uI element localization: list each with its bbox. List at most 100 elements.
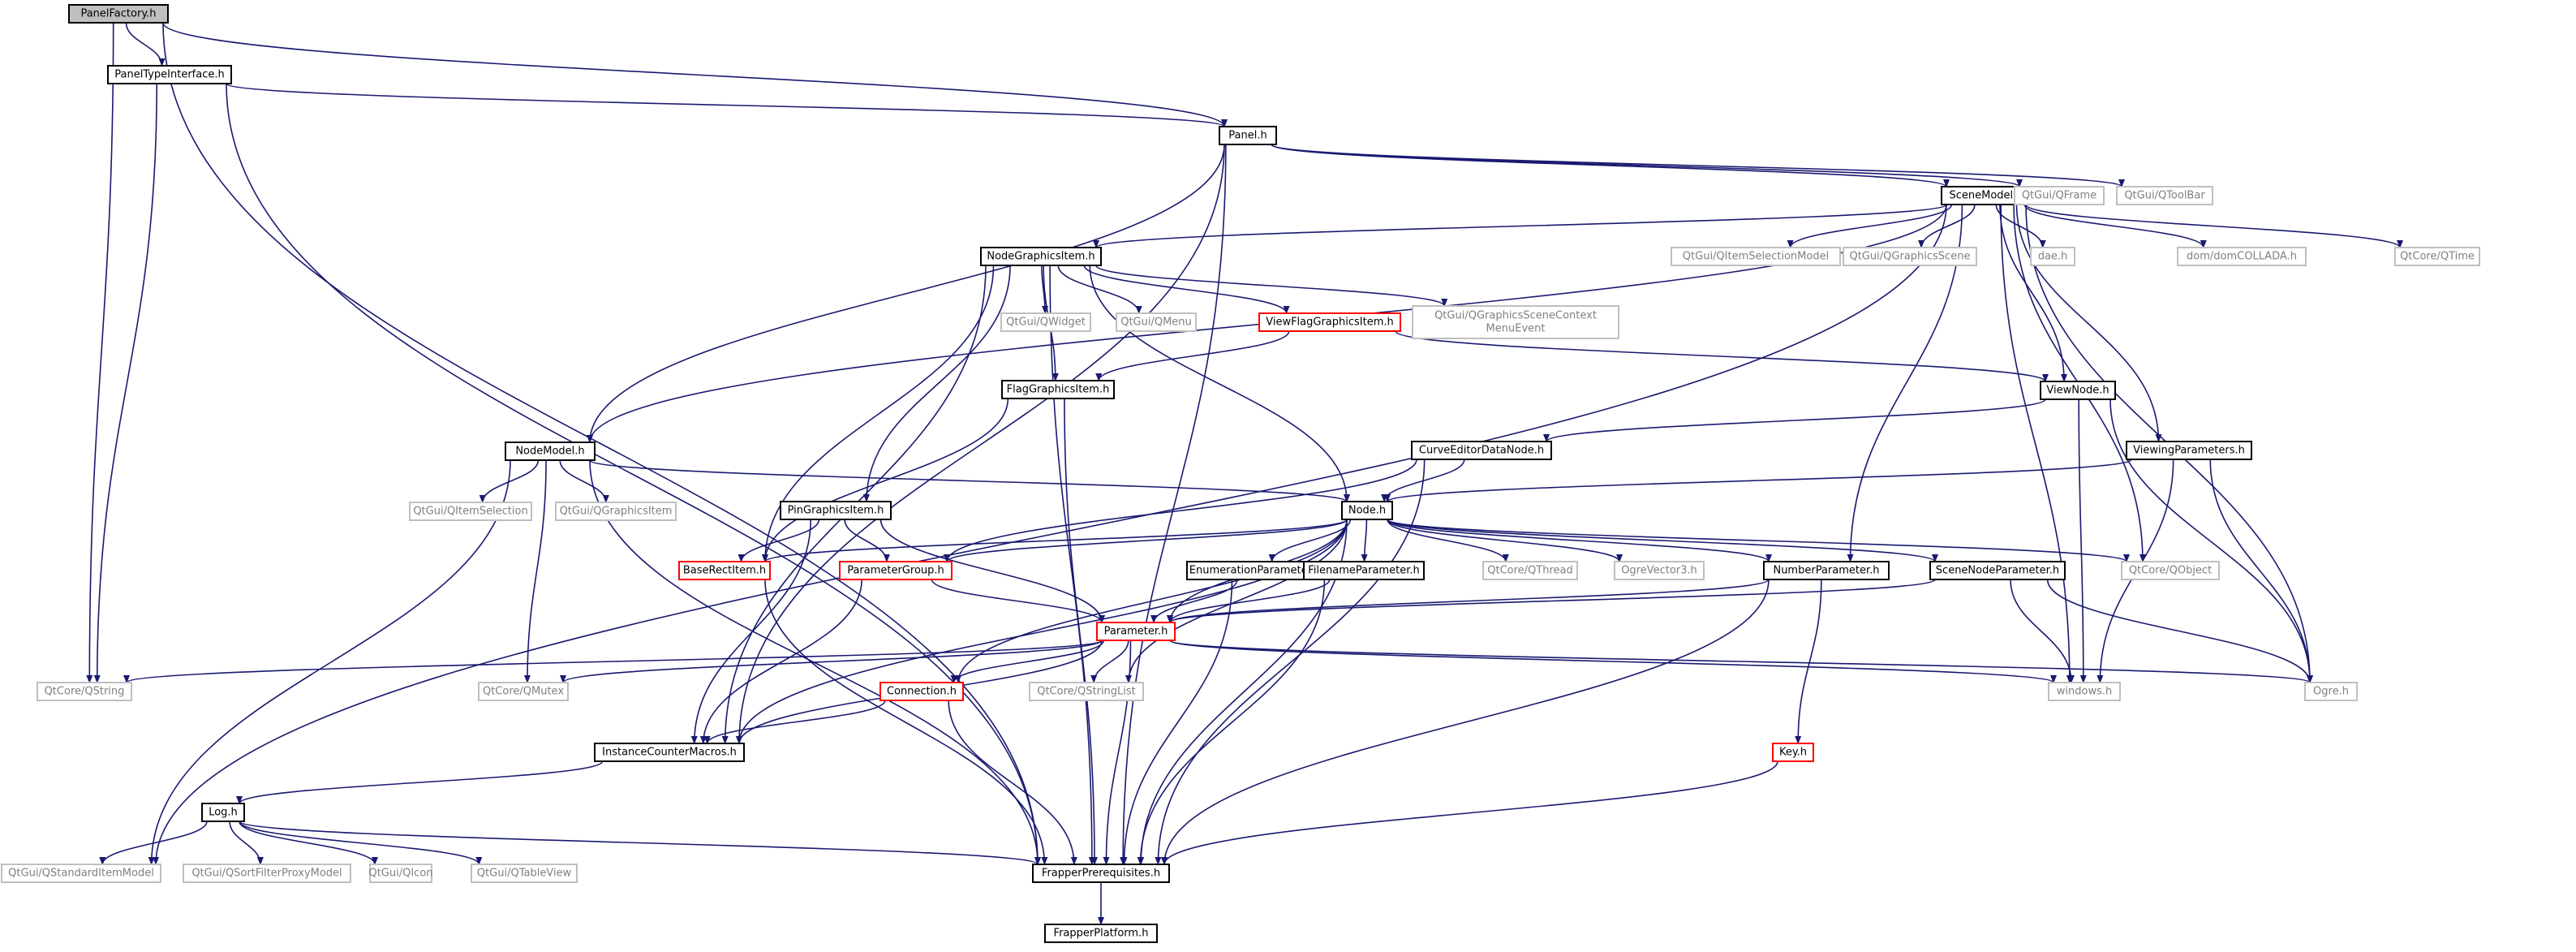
- node-box-qicon: [369, 864, 432, 883]
- edge-scene-node-parameter-to-ogre: [2046, 579, 2313, 683]
- edge-scene-model-to-dom-collada: [2023, 204, 2207, 248]
- node-number-parameter[interactable]: NumberParameter.h: [1763, 561, 1890, 580]
- edge-node-model-to-qmutex: [523, 459, 547, 683]
- edge-flag-graphics-item-to-frapper-prerequisites: [1064, 398, 1099, 865]
- edge-filename-parameter-to-frapper-prerequisites: [1137, 579, 1326, 865]
- edge-panel-to-qtool-bar: [1271, 144, 2125, 187]
- node-label-qframe: QtGui/QFrame: [2022, 190, 2096, 202]
- edge-scene-model-to-view-node: [1999, 204, 2068, 382]
- node-label-parameter: Parameter.h: [1104, 626, 1168, 638]
- node-box-qstandard-item-model: [1, 864, 161, 883]
- node-label-qmutex: QtCore/QMutex: [483, 686, 564, 698]
- node-qtime: QtCore/QTime: [2394, 247, 2480, 266]
- node-log[interactable]: Log.h: [201, 803, 245, 822]
- node-ogre-vector3: OgreVector3.h: [1614, 561, 1705, 580]
- node-box-dae: [2030, 247, 2075, 266]
- node-box-qframe: [2014, 186, 2105, 205]
- edge-number-parameter-to-parameter: [1167, 579, 1770, 623]
- edge-node-to-qthread: [1387, 519, 1509, 562]
- edge-panel-factory-to-frapper-prerequisites: [162, 22, 1041, 865]
- node-filename-parameter[interactable]: FilenameParameter.h: [1303, 561, 1425, 580]
- node-label-panel: Panel.h: [1228, 130, 1266, 142]
- node-qicon: QtGui/QIcon: [368, 864, 433, 883]
- node-frapper-prerequisites[interactable]: FrapperPrerequisites.h: [1032, 864, 1170, 883]
- node-label-qgscme-1: QtGui/QGraphicsSceneContext: [1434, 310, 1597, 322]
- edge-parameter-to-qstring: [123, 640, 1103, 683]
- node-box-dom-collada: [2177, 247, 2307, 266]
- node-instance-counter-macros[interactable]: InstanceCounterMacros.h: [594, 743, 745, 762]
- node-box-view-flag-graphics-item: [1258, 312, 1401, 332]
- node-label-qwidget: QtGui/QWidget: [1006, 317, 1086, 329]
- node-label-frapper-platform: FrapperPlatform.h: [1054, 928, 1149, 940]
- node-qstring: QtCore/QString: [37, 682, 132, 701]
- edge-panel-factory-to-qstring: [86, 22, 114, 683]
- edge-node-model-to-node: [589, 459, 1350, 502]
- node-key[interactable]: Key.h: [1772, 743, 1814, 762]
- node-qmutex: QtCore/QMutex: [478, 682, 569, 701]
- edge-filename-parameter-to-parameter: [1167, 579, 1331, 623]
- node-box-qmutex: [478, 682, 569, 701]
- node-view-node[interactable]: ViewNode.h: [2040, 381, 2116, 400]
- node-label-panel-factory: PanelFactory.h: [80, 8, 156, 20]
- node-box-node: [1341, 501, 1393, 520]
- node-frapper-platform[interactable]: FrapperPlatform.h: [1044, 924, 1158, 943]
- node-label-qstring: QtCore/QString: [45, 686, 125, 698]
- node-label-base-rect-item: BaseRectItem.h: [683, 565, 766, 577]
- edge-parameter-group-to-instance-counter-macros: [699, 579, 862, 744]
- node-label-qitem-selection-model: QtGui/QItemSelectionModel: [1683, 251, 1829, 263]
- edge-viewing-parameters-to-ogre: [2209, 459, 2313, 683]
- edge-key-to-frapper-prerequisites: [1161, 760, 1778, 865]
- node-view-flag-graphics-item[interactable]: ViewFlagGraphicsItem.h: [1258, 312, 1401, 332]
- edge-view-node-to-windows: [2078, 398, 2087, 683]
- node-label-qthread: QtCore/QThread: [1487, 565, 1573, 577]
- node-box-qgraphics-item: [555, 502, 677, 521]
- node-label-view-flag-graphics-item: ViewFlagGraphicsItem.h: [1266, 317, 1394, 329]
- node-label-dae: dae.h: [2038, 251, 2068, 263]
- node-box-view-node: [2040, 381, 2116, 400]
- node-label-enumeration-parameter: EnumerationParameter.h: [1189, 565, 1321, 577]
- node-box-base-rect-item: [678, 561, 771, 580]
- edge-node-to-base-rect-item: [762, 519, 1348, 562]
- node-panel[interactable]: Panel.h: [1219, 126, 1277, 145]
- node-label-dom-collada: dom/domCOLLADA.h: [2187, 251, 2297, 263]
- node-node-model[interactable]: NodeModel.h: [505, 442, 596, 461]
- node-box-qtime: [2394, 247, 2480, 266]
- node-label-qsort-filter-proxy-model: QtGui/QSortFilterProxyModel: [191, 868, 342, 880]
- edge-parameter-to-qstring-list: [1090, 640, 1129, 683]
- node-label-qtool-bar: QtGui/QToolBar: [2124, 190, 2205, 202]
- node-dom-collada: dom/domCOLLADA.h: [2177, 247, 2307, 266]
- node-dae: dae.h: [2030, 247, 2075, 266]
- edge-node-graphics-item-to-pin-graphics-item: [862, 265, 1011, 502]
- edge-node-to-number-parameter: [1387, 519, 1772, 562]
- node-node-graphics-item[interactable]: NodeGraphicsItem.h: [980, 247, 1102, 266]
- edge-scene-model-to-qgraphics-scene: [1918, 204, 1976, 248]
- node-panel-factory[interactable]: PanelFactory.h: [68, 4, 169, 24]
- node-panel-type-interface[interactable]: PanelTypeInterface.h: [107, 65, 232, 84]
- node-label-frapper-prerequisites: FrapperPrerequisites.h: [1042, 868, 1160, 880]
- edge-log-to-qicon: [239, 821, 378, 865]
- node-label-connection: Connection.h: [887, 686, 957, 698]
- edge-pin-graphics-item-to-parameter-group: [844, 519, 890, 562]
- node-parameter[interactable]: Parameter.h: [1096, 622, 1176, 641]
- edge-node-graphics-item-to-node: [1089, 265, 1350, 502]
- node-enumeration-parameter[interactable]: EnumerationParameter.h: [1186, 561, 1324, 580]
- node-base-rect-item[interactable]: BaseRectItem.h: [678, 561, 771, 580]
- node-box-node-model: [505, 442, 596, 461]
- node-label-number-parameter: NumberParameter.h: [1773, 565, 1879, 577]
- node-scene-node-parameter[interactable]: SceneNodeParameter.h: [1929, 561, 2066, 580]
- node-qthread: QtCore/QThread: [1482, 561, 1578, 580]
- node-pin-graphics-item[interactable]: PinGraphicsItem.h: [780, 501, 892, 520]
- node-parameter-group[interactable]: ParameterGroup.h: [839, 561, 953, 580]
- node-qframe: QtGui/QFrame: [2014, 186, 2105, 205]
- edge-node-graphics-item-to-qgscme: [1095, 265, 1448, 307]
- edge-instance-counter-macros-to-log: [236, 760, 604, 804]
- node-flag-graphics-item[interactable]: FlagGraphicsItem.h: [1001, 380, 1115, 399]
- node-curve-editor-data-node[interactable]: CurveEditorDataNode.h: [1411, 441, 1552, 460]
- node-connection[interactable]: Connection.h: [879, 682, 964, 701]
- node-label-view-node: ViewNode.h: [2046, 385, 2109, 397]
- edge-flag-graphics-item-to-base-rect-item: [762, 398, 1009, 562]
- node-viewing-parameters[interactable]: ViewingParameters.h: [2126, 441, 2252, 460]
- edge-scene-model-to-dae: [1995, 204, 2046, 248]
- node-node[interactable]: Node.h: [1341, 501, 1393, 520]
